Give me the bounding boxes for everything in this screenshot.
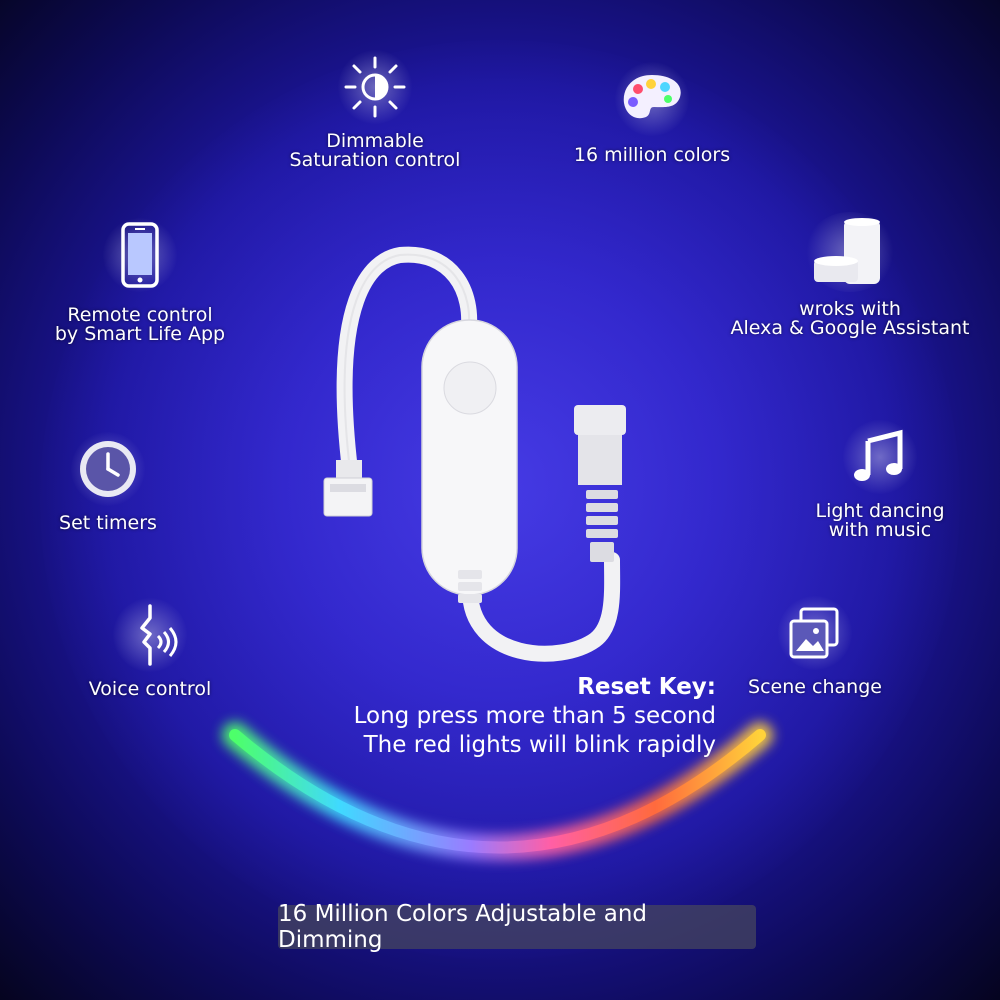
feature-app: Remote control by Smart Life App (45, 218, 235, 344)
feature-scene-line1: Scene change (748, 676, 882, 698)
feature-scene: Scene change (740, 596, 890, 697)
feature-app-line2: by Smart Life App (54, 323, 226, 345)
feature-assistant-line1: wroks with (799, 298, 901, 320)
feature-voice: Voice control (75, 598, 225, 699)
feature-dimmable-line1: Dimmable (326, 130, 424, 152)
reset-key-line2: The red lights will blink rapidly (363, 732, 716, 758)
feature-app-line1: Remote control (67, 304, 213, 326)
feature-dimmable-line2: Saturation control (289, 149, 461, 171)
clock-icon (80, 441, 136, 497)
feature-voice-line1: Voice control (88, 678, 212, 700)
feature-timer-line1: Set timers (59, 512, 157, 534)
feature-music: Light dancing with music (790, 420, 970, 540)
smartphone-icon (121, 222, 159, 288)
feature-dimmable: Dimmable Saturation control (280, 50, 470, 170)
reset-key-title: Reset Key: (577, 674, 716, 700)
feature-colors-line1: 16 million colors (573, 144, 731, 166)
feature-music-line1: Light dancing (815, 500, 945, 522)
feature-colors: 16 million colors (562, 62, 742, 165)
music-note-icon (854, 429, 903, 481)
feature-music-line2: with music (828, 519, 932, 541)
reset-key-line1: Long press more than 5 second (353, 703, 716, 729)
voice-icon (140, 604, 178, 666)
feature-assistant-line2: Alexa & Google Assistant (730, 317, 970, 339)
palette-icon (623, 75, 681, 119)
reset-key-note: Reset Key: Long press more than 5 second… (354, 673, 716, 760)
smart-speaker-icon (814, 218, 880, 284)
bottom-banner: 16 Million Colors Adjustable and Dimming (278, 901, 756, 953)
feature-timer: Set timers (40, 432, 176, 533)
gallery-icon (789, 607, 839, 659)
feature-assistant: wroks with Alexa & Google Assistant (725, 212, 975, 338)
brightness-icon (344, 56, 406, 118)
